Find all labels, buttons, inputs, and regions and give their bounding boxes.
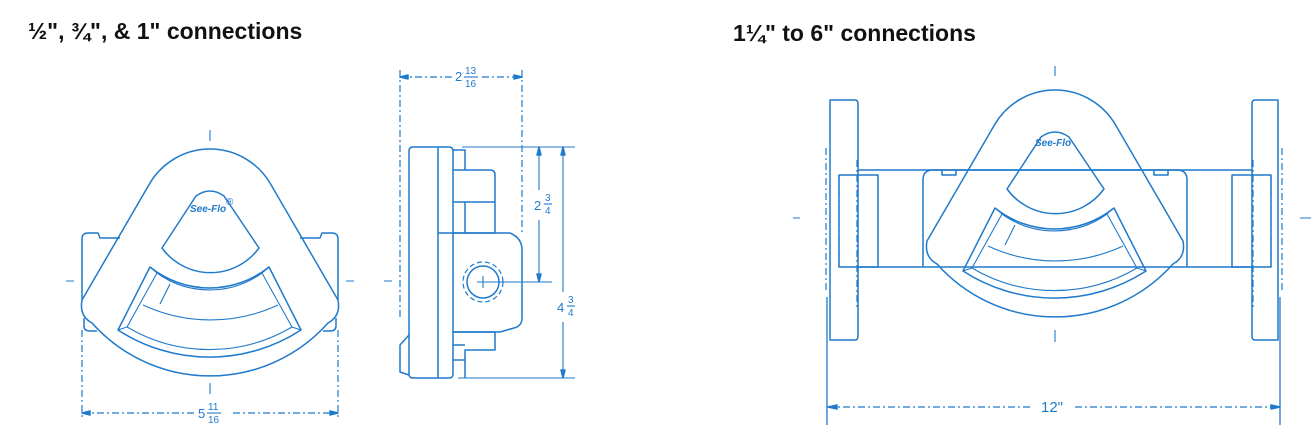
brand-label: See-Flo xyxy=(190,204,226,215)
brand-label-large: See-Flo xyxy=(1035,138,1071,149)
extension-lines xyxy=(81,330,339,420)
mounting-plate xyxy=(408,146,454,379)
front-width-whole: 5 xyxy=(198,406,205,421)
left-flange xyxy=(829,99,859,341)
right-connection-lug xyxy=(300,232,339,332)
valve-body-outline xyxy=(80,148,340,377)
centerline-ticks xyxy=(66,130,354,394)
large-connections-title: 1¼" to 6" connections xyxy=(733,20,976,46)
side-width-den: 16 xyxy=(465,79,477,90)
svg-text:11: 11 xyxy=(208,402,219,413)
left-connection-lug xyxy=(81,232,120,332)
front-width-den: 16 xyxy=(208,415,220,426)
valve-body-outline-large xyxy=(925,89,1185,318)
side-width-whole: 2 xyxy=(455,69,462,84)
total-height-whole: 4 xyxy=(557,300,564,315)
total-height-num: 3 xyxy=(568,295,574,306)
center-height-den: 4 xyxy=(545,206,551,217)
registered-mark: ® xyxy=(226,197,234,208)
small-side-view: 2 13 16 2 3 4 4 3 4 xyxy=(384,66,575,379)
lower-housing xyxy=(438,232,523,333)
large-front-view: See-Flo 12" xyxy=(793,66,1311,425)
right-flange xyxy=(1251,99,1279,341)
side-width-num: 13 xyxy=(465,66,477,77)
total-height-den: 4 xyxy=(568,308,574,319)
pipe-body xyxy=(858,169,1252,268)
length-label: 12" xyxy=(1041,399,1063,416)
center-height-num: 3 xyxy=(545,193,551,204)
small-connections-title: ½", ¾", & 1" connections xyxy=(28,18,303,44)
center-height-whole: 2 xyxy=(534,198,541,213)
small-front-view: See-Flo ® 5 11 16 xyxy=(66,130,354,426)
